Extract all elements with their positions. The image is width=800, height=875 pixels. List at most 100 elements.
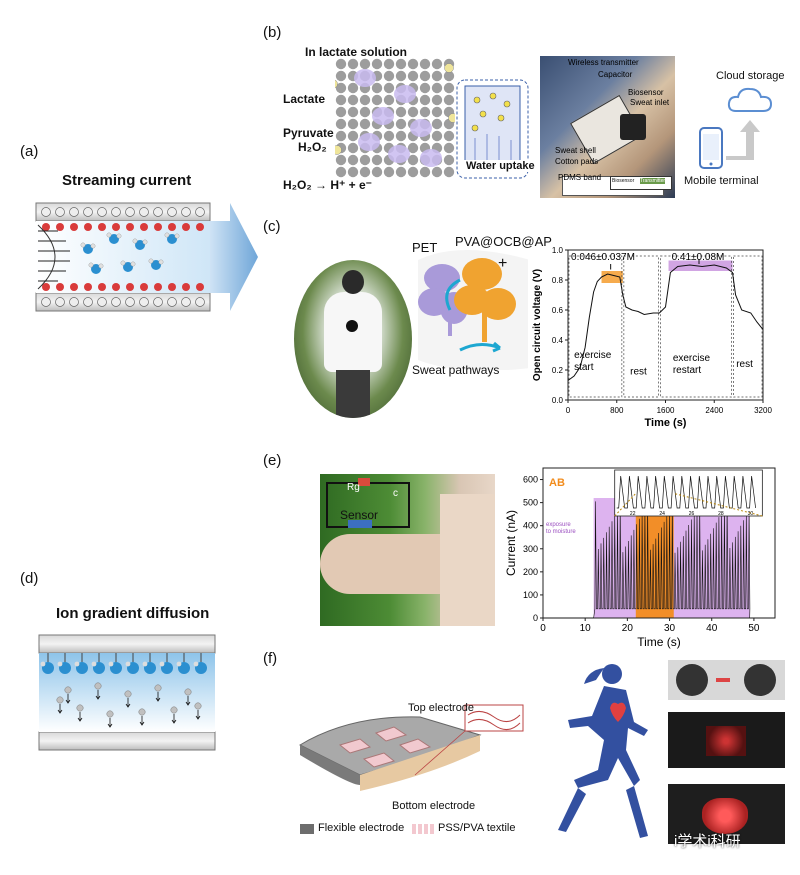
inset-connector — [673, 492, 763, 517]
hydrogen-atom-icon — [120, 260, 126, 266]
reaction-label: H₂O₂ → H⁺ + e⁻ — [283, 178, 373, 192]
lattice-particle — [419, 94, 431, 106]
diffusion-arrowhead — [57, 709, 63, 714]
plus-charge-icon — [140, 223, 148, 231]
x-tick-label: 3200 — [754, 406, 772, 415]
hydrogen-atom-icon — [176, 661, 182, 667]
lattice-particle — [395, 118, 407, 130]
ab-label: AB — [549, 477, 565, 489]
plus-charge-icon — [84, 223, 92, 231]
cation-icon — [194, 702, 202, 710]
cation-icon — [76, 704, 84, 712]
plus-charge-icon — [112, 223, 120, 231]
rg-label: Rg — [347, 482, 360, 493]
phase-label: exercise — [574, 350, 612, 361]
lattice-particle — [395, 58, 407, 70]
lattice-particle — [395, 70, 407, 82]
y-tick-label: 0.2 — [552, 366, 564, 375]
x-tick-label: 40 — [706, 623, 718, 634]
diffusion-arrowhead — [77, 717, 83, 722]
minus-charge-icon — [181, 297, 191, 307]
minus-charge-icon — [55, 297, 65, 307]
lactate-solution-title: In lactate solution — [305, 45, 408, 59]
lattice-particle — [443, 130, 455, 142]
lattice-particle — [347, 58, 359, 70]
legend-flexible-label: Flexible electrode — [318, 822, 405, 834]
top-electrode-label: Top electrode — [408, 702, 475, 714]
lattice-particle — [383, 130, 395, 142]
y-tick-label: 0.6 — [552, 306, 564, 315]
lattice-particle — [347, 154, 359, 166]
lattice-particle — [431, 166, 443, 178]
lattice-particle — [347, 82, 359, 94]
lattice-particle — [431, 106, 443, 118]
phase-label: restart — [673, 365, 702, 376]
lattice-particle — [359, 118, 371, 130]
plus-charge-icon — [70, 283, 78, 291]
y-tick-label: 0 — [533, 613, 538, 623]
lattice-particle — [395, 130, 407, 142]
hydrogen-atom-icon — [164, 232, 170, 238]
lattice-particle — [371, 82, 383, 94]
x-axis-label: Time (s) — [637, 635, 681, 649]
lattice-particle — [371, 94, 383, 106]
highlight-region-2 — [668, 260, 733, 271]
cloud-storage-label: Cloud storage — [716, 70, 785, 82]
diffusion-arrowhead — [65, 699, 71, 704]
hydrogen-atom-icon — [57, 661, 63, 667]
lattice-particle — [407, 58, 419, 70]
hydrogen-atom-icon — [80, 242, 86, 248]
panel-d-title: Ion gradient diffusion — [56, 605, 210, 622]
lattice-particle — [359, 106, 371, 118]
inset-tick-label: 22 — [630, 511, 636, 517]
pet-label: PET — [412, 240, 438, 255]
enzyme-blob — [394, 85, 416, 103]
runner-photo — [294, 260, 412, 418]
y-tick-label: 500 — [523, 498, 538, 508]
lactate-molecule — [448, 113, 455, 123]
h2o2-label: H₂O₂ — [298, 140, 327, 154]
device-label-inlet: Sweat inlet — [630, 98, 670, 107]
minus-charge-icon — [83, 297, 93, 307]
diffusion-arrowhead — [125, 703, 131, 708]
plus-charge-icon — [84, 283, 92, 291]
lattice-particle — [443, 142, 455, 154]
x-tick-label: 2400 — [705, 406, 723, 415]
lattice-particle — [443, 82, 455, 94]
exposure-label: exposure — [546, 522, 571, 528]
x-tick-label: 20 — [622, 623, 634, 634]
annotation-1: 0.046±0.037M — [571, 252, 635, 263]
phase-label: rest — [736, 359, 753, 370]
water-molecule-icon — [123, 262, 133, 272]
phase-label: start — [574, 362, 594, 373]
cation-icon — [154, 684, 162, 692]
hydrogen-atom-icon — [125, 661, 131, 667]
x-tick-label: 10 — [580, 623, 592, 634]
panel-label-b: (b) — [263, 24, 282, 41]
lattice-particle — [407, 166, 419, 178]
annotation-2: 0.41±0.08M — [672, 252, 725, 263]
y-tick-label: 0.4 — [552, 336, 564, 345]
minus-charge-icon — [181, 207, 191, 217]
lattice-particle — [383, 94, 395, 106]
plus-charge-icon — [154, 223, 162, 231]
lattice-particle — [431, 94, 443, 106]
cation-icon — [138, 708, 146, 716]
plus-charge-icon — [140, 283, 148, 291]
circuit-transmitter: Transmitter — [640, 178, 666, 184]
lattice-particle — [407, 142, 419, 154]
legend-pss-label: PSS/PVA textile — [438, 822, 516, 834]
lactate-molecule — [335, 79, 338, 89]
minus-charge-icon — [167, 207, 177, 217]
hydrogen-atom-icon — [193, 661, 199, 667]
plus-charge-icon — [126, 223, 134, 231]
hydrogen-atom-icon — [40, 661, 46, 667]
lattice-particle — [383, 70, 395, 82]
plus-charge-icon — [112, 283, 120, 291]
minus-charge-icon — [111, 207, 121, 217]
upload-arrow-icon — [726, 120, 760, 160]
svg-text:+: + — [498, 255, 507, 272]
panel-a-title: Streaming current — [62, 172, 192, 189]
minus-charge-icon — [41, 297, 51, 307]
